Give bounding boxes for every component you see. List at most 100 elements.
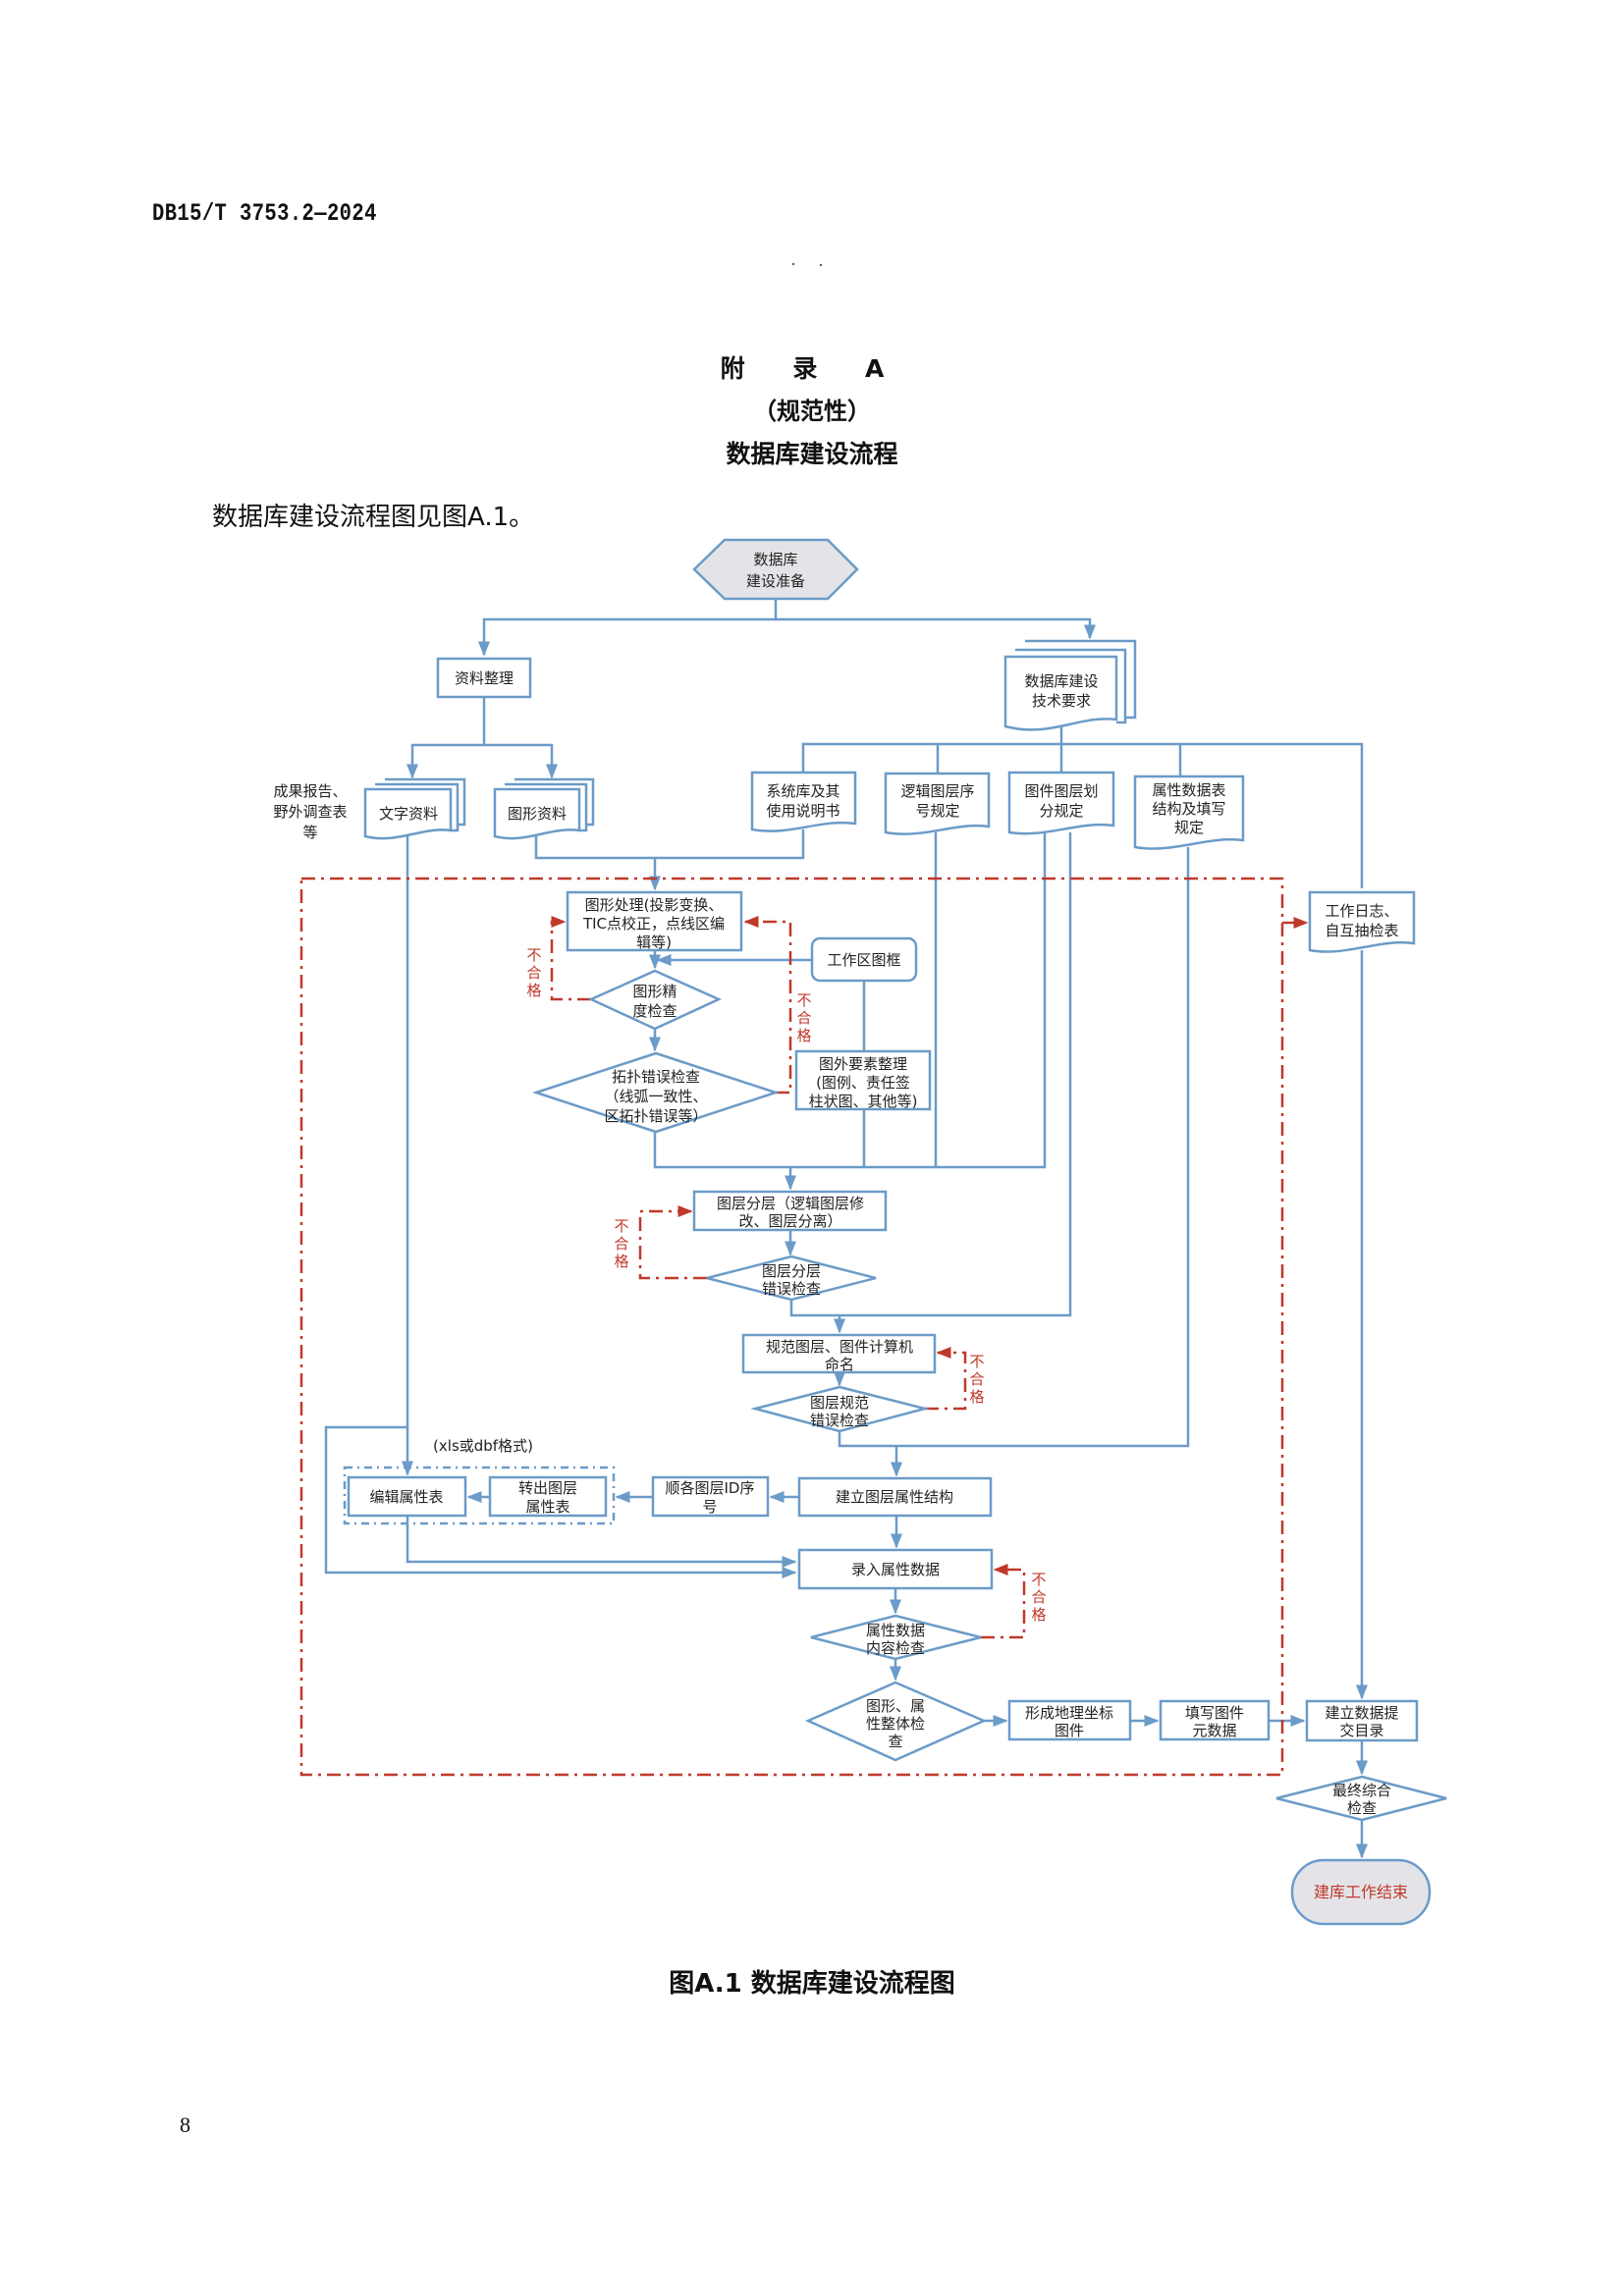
fail-loop [743,916,792,1095]
graphic-proc-label: TIC点校正，点线区编 [582,915,725,933]
attr-table-label: 结构及填写 [1152,800,1225,818]
naming-label: 规范图层、图件计算机 [766,1338,913,1356]
overall-check-label: 图形、属 [866,1697,925,1715]
naming-label: 命名 [825,1356,854,1373]
connector [478,599,778,657]
connector [534,829,805,860]
logic-layer-label: 号规定 [915,802,959,820]
attr-table-label: 属性数据表 [1152,781,1225,799]
format-note: (xls或dbf格式) [433,1437,533,1455]
final-check-diamond [1275,1775,1447,1822]
topo-check-diamond [531,1051,781,1134]
fail-label: 不 [796,991,811,1009]
text-data-label: 文字资料 [379,805,438,823]
sheet-layer-label: 分规定 [1039,802,1083,820]
connector [406,697,486,779]
side-note: 等 [302,824,317,841]
appendix-title: 数据库建设流程 [726,440,898,468]
overall-check-diamond [804,1681,988,1762]
fail-loop [925,1347,967,1411]
geo-map-label: 图件 [1055,1722,1084,1739]
attr-check-diamond [810,1614,982,1661]
start-hexagon [692,538,859,601]
end-label: 建库工作结束 [1314,1883,1408,1901]
edit-attr-box [347,1475,467,1518]
layer-check-diamond [706,1255,877,1302]
graphic-data-label: 图形资料 [508,805,567,823]
norm-check-label: 图层规范 [810,1394,869,1412]
map-elements-label: 柱状图、其他等) [809,1093,918,1110]
connector [789,832,1072,1317]
system-lib-label: 系统库及其 [766,782,839,800]
metadata-label: 元数据 [1192,1722,1236,1739]
start-label: 建设准备 [746,572,805,590]
graphic-data-doc [493,787,581,840]
fail-label: 格 [796,1027,811,1044]
connector [653,832,1047,1169]
metadata-label: 填写图件 [1185,1704,1244,1722]
fail-label: 不 [614,1217,628,1235]
decorative-dot [792,263,794,265]
final-check-label: 最终综合 [1332,1782,1391,1799]
layering-label: 改、图层分离） [738,1212,841,1230]
data-prep-label: 资料整理 [455,669,514,687]
layer-id-label: 号 [702,1498,717,1516]
logic-layer-doc [884,772,991,835]
geo-map-box [1007,1699,1132,1741]
topo-check-label: 拓扑错误检查 [612,1068,700,1086]
input-attr-box [797,1548,994,1590]
sheet-layer-label: 图件图层划 [1024,782,1098,800]
fail-label: 合 [526,964,541,982]
side-note: 成果报告、 [273,782,347,800]
precision-check-diamond [587,969,723,1031]
intro-paragraph: 数据库建设流程图见图A.1。 [212,503,535,532]
document-code: DB15/T 3753.2—2024 [152,199,377,228]
map-elements-label: 图外要素整理 [819,1055,907,1073]
figure-caption: 图A.1 数据库建设流程图 [669,1969,955,1999]
connector [324,836,797,1578]
graphic-proc-label: 辑等) [636,934,672,951]
side-note: 野外调查表 [273,803,347,821]
appendix-normative: （规范性） [753,398,871,425]
fail-label: 格 [614,1253,628,1270]
norm-check-label: 错误检查 [810,1412,869,1429]
topo-check-label: 区拓扑错误等） [604,1107,707,1125]
graphic-proc-box [566,890,743,952]
attr-table-doc [1133,774,1245,850]
quality-control-boundary [299,877,1284,1777]
export-attr-label: 属性表 [525,1498,569,1516]
metadata-box [1159,1699,1271,1741]
attribute-export-group [343,1466,616,1525]
fail-loop [550,916,591,1001]
precision-check-label: 度检查 [632,1002,677,1020]
overall-check-label: 性整体检 [866,1715,925,1733]
connector [776,617,1096,640]
overall-check-label: 查 [888,1733,902,1750]
fail-label: 不 [526,946,541,964]
end-terminator [1290,1858,1432,1926]
attr-check-label: 属性数据 [866,1622,925,1639]
norm-check-diamond [750,1385,930,1433]
submit-dir-box [1305,1699,1419,1742]
attr-check-label: 内容检查 [866,1639,925,1657]
logic-layer-label: 逻辑图层序 [900,782,974,800]
tech-req-label: 数据库建设 [1024,672,1098,690]
work-frame-box [810,936,918,983]
input-attr-label: 录入属性数据 [851,1561,940,1578]
work-log-label: 工作日志、 [1325,902,1398,920]
map-elements-label: (图例、责任签 [816,1074,910,1092]
fail-loop [638,1205,707,1280]
submit-dir-label: 交目录 [1339,1722,1383,1739]
work-log-label: 自互抽检表 [1325,922,1398,939]
fail-loop [981,1564,1026,1639]
layer-id-label: 顺各图层ID序 [666,1479,755,1497]
system-lib-label: 使用说明书 [766,802,839,820]
fail-label: 格 [1031,1606,1046,1624]
fail-label: 不 [969,1353,984,1370]
work-frame-label: 工作区图框 [827,951,900,969]
text-data-doc [363,787,453,840]
work-log-doc [1308,890,1416,953]
attr-table-label: 规定 [1174,819,1204,836]
fail-label: 合 [1031,1588,1046,1606]
